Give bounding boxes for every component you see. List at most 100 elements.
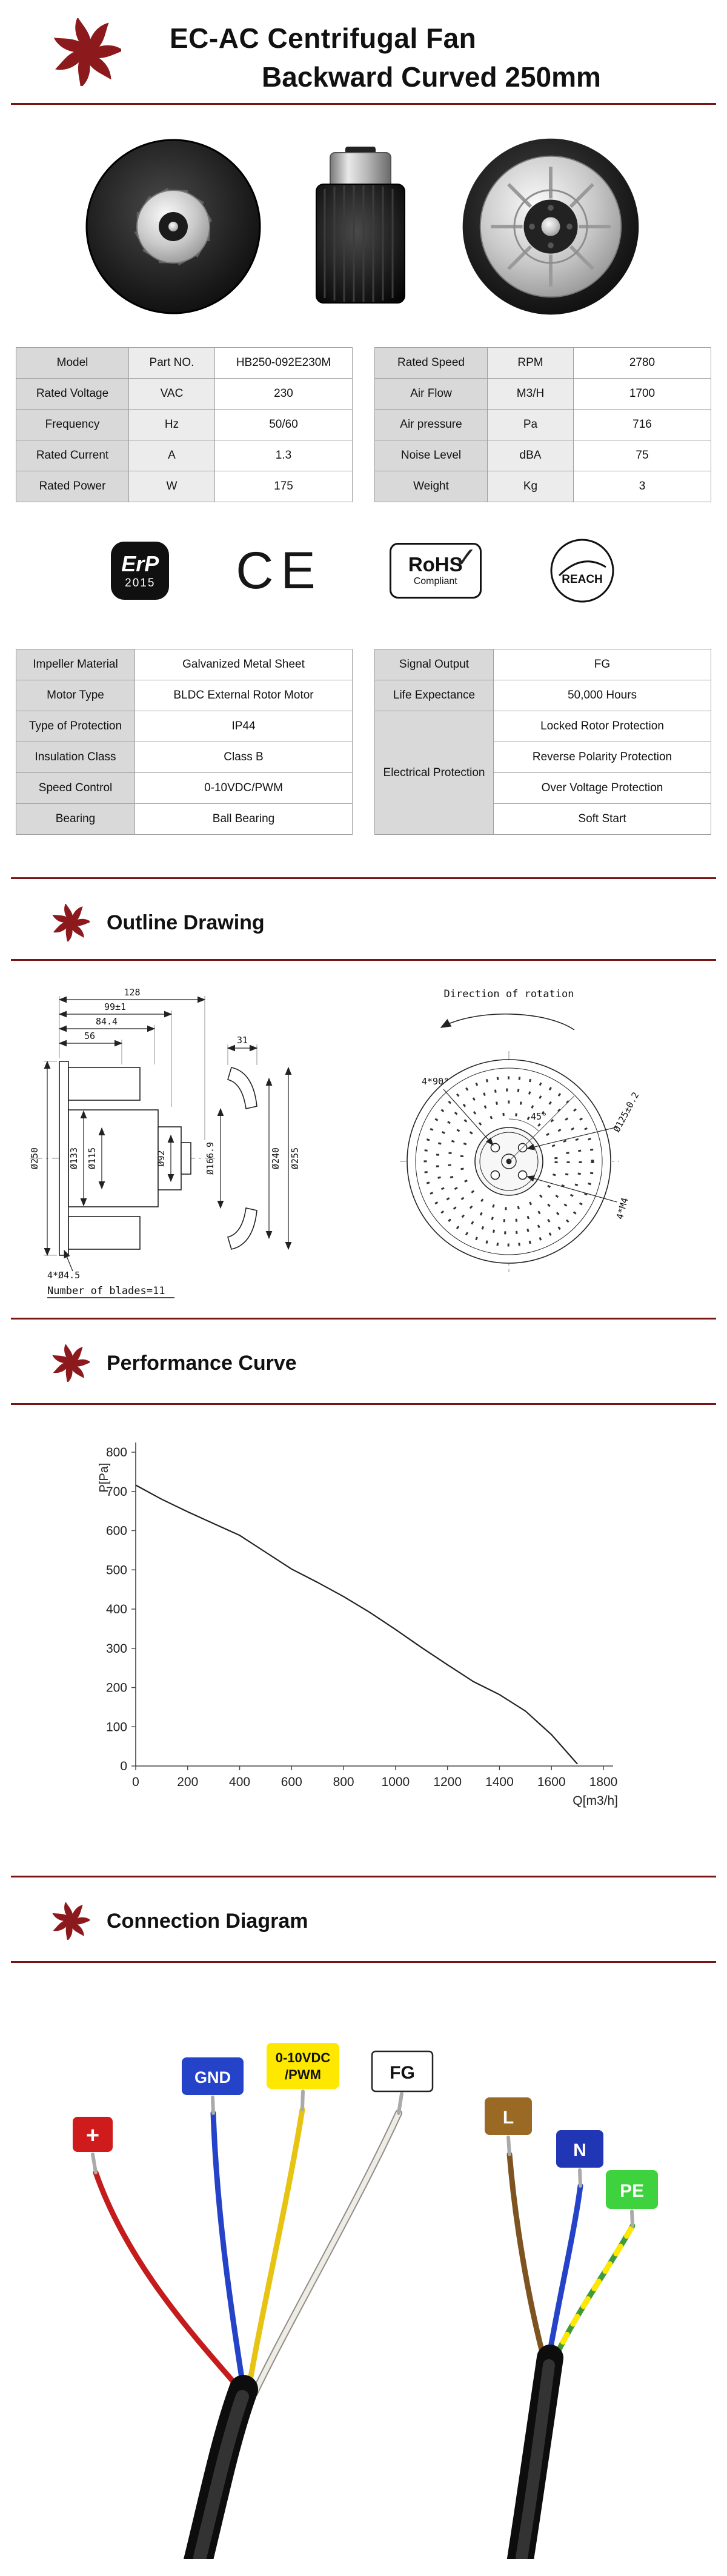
svg-text:P[Pa]: P[Pa] — [98, 1463, 111, 1493]
table-row: Reverse Polarity Protection — [375, 742, 711, 773]
erp-badge-text: ErP — [121, 551, 159, 576]
label-box-n — [556, 2130, 603, 2168]
connection-diagram: + GND 0-10VDC /PWM FG L N PE — [0, 1973, 727, 2576]
spec-value: HB250-092E230M — [214, 347, 353, 379]
svg-text:200: 200 — [106, 1681, 127, 1695]
fan-icon — [52, 1344, 90, 1382]
spec-value: 50,000 Hours — [493, 680, 711, 711]
section-divider — [11, 877, 716, 879]
spec-value: Over Voltage Protection — [493, 772, 711, 804]
spec-value: Locked Rotor Protection — [493, 711, 711, 742]
certification-badges: ErP 2015 CE ✓ RoHS Compliant REACH — [0, 531, 727, 610]
reach-badge-text: REACH — [562, 573, 603, 586]
spec-label: Noise Level — [374, 440, 488, 471]
section-divider — [11, 1961, 716, 1963]
dia-115: Ø115 — [87, 1147, 98, 1169]
section-divider — [11, 1318, 716, 1320]
reach-swoosh — [558, 560, 606, 577]
screws-4m4-label: 4*M4 — [614, 1197, 631, 1221]
spec-value: Reverse Polarity Protection — [493, 742, 711, 773]
spec-label: Rated Voltage — [16, 378, 129, 410]
label-pe: PE — [620, 2181, 644, 2201]
direction-of-rotation-label: Direction of rotation — [444, 988, 574, 1000]
spec-label: Rated Power — [16, 471, 129, 502]
dia-92: Ø92 — [156, 1150, 167, 1166]
dia-133: Ø133 — [68, 1147, 79, 1169]
svg-text:400: 400 — [106, 1602, 127, 1616]
spec-label: Weight — [374, 471, 488, 502]
wiring-svg: + GND 0-10VDC /PWM FG L N PE — [73, 2043, 658, 2576]
section-title: Connection Diagram — [107, 1909, 308, 1933]
dia-250: Ø250 — [29, 1147, 40, 1169]
wire-labels: + GND 0-10VDC /PWM FG L N PE — [73, 2043, 658, 2209]
fan-icon — [52, 904, 90, 941]
label-box-0-10vdc — [267, 2043, 339, 2089]
blade-edges — [324, 185, 394, 302]
product-photo-rear — [462, 138, 639, 315]
inlet-ring-view: 31 Ø166.9 Ø240 Ø255 — [205, 1035, 300, 1250]
svg-text:1600: 1600 — [537, 1775, 566, 1789]
erp-badge-year: 2015 — [125, 577, 156, 589]
label-box-l — [485, 2097, 532, 2135]
spec-label: Speed Control — [16, 772, 135, 804]
wire-0-10v — [245, 2106, 305, 2394]
brand-logo-icon — [53, 18, 121, 86]
spec-label: Type of Protection — [16, 711, 135, 742]
header-divider — [11, 103, 716, 105]
blades-note: Number of blades=11 — [47, 1285, 165, 1297]
svg-text:1200: 1200 — [433, 1775, 462, 1789]
label-box-gnd — [182, 2057, 244, 2095]
rohs-badge-subtext: Compliant — [413, 576, 457, 586]
svg-text:200: 200 — [177, 1775, 198, 1789]
spec-value: 2780 — [573, 347, 711, 379]
label-box-fg — [371, 2050, 434, 2093]
page-title: EC-AC Centrifugal Fan Backward Curved 25… — [170, 22, 601, 93]
page-title-line1: EC-AC Centrifugal Fan — [170, 22, 477, 54]
spec-unit: RPM — [487, 347, 574, 379]
wire-plus — [93, 2169, 244, 2394]
svg-text:1000: 1000 — [382, 1775, 410, 1789]
label-0-10vdc: 0-10VDC — [276, 2050, 331, 2065]
label-l: L — [503, 2108, 514, 2128]
spec-label: Motor Type — [16, 680, 135, 711]
outline-drawing: 128 99±1 84.4 56 Ø250 Ø133 Ø115 Ø92 4*Ø4… — [12, 977, 715, 1307]
dia-255: Ø255 — [290, 1147, 300, 1169]
spec-value: 75 — [573, 440, 711, 471]
svg-text:400: 400 — [229, 1775, 250, 1789]
svg-text:700: 700 — [106, 1485, 127, 1499]
spec-value: 716 — [573, 409, 711, 440]
check-icon: ✓ — [454, 542, 477, 573]
spec-label: Model — [16, 347, 129, 379]
svg-text:1800: 1800 — [589, 1775, 618, 1789]
spec-label: Frequency — [16, 409, 129, 440]
section-title: Outline Drawing — [107, 911, 265, 934]
dim-56: 56 — [84, 1031, 95, 1041]
cables — [183, 2345, 563, 2576]
wire-n — [546, 2183, 583, 2361]
svg-text:300: 300 — [106, 1642, 127, 1656]
spec-label: Air pressure — [374, 409, 488, 440]
spec-unit: M3/H — [487, 378, 574, 410]
spec-unit: Part NO. — [128, 347, 215, 379]
svg-text:800: 800 — [333, 1775, 354, 1789]
spec-label-electrical-protection: Electrical Protection — [374, 711, 494, 835]
spec-value: IP44 — [134, 711, 353, 742]
